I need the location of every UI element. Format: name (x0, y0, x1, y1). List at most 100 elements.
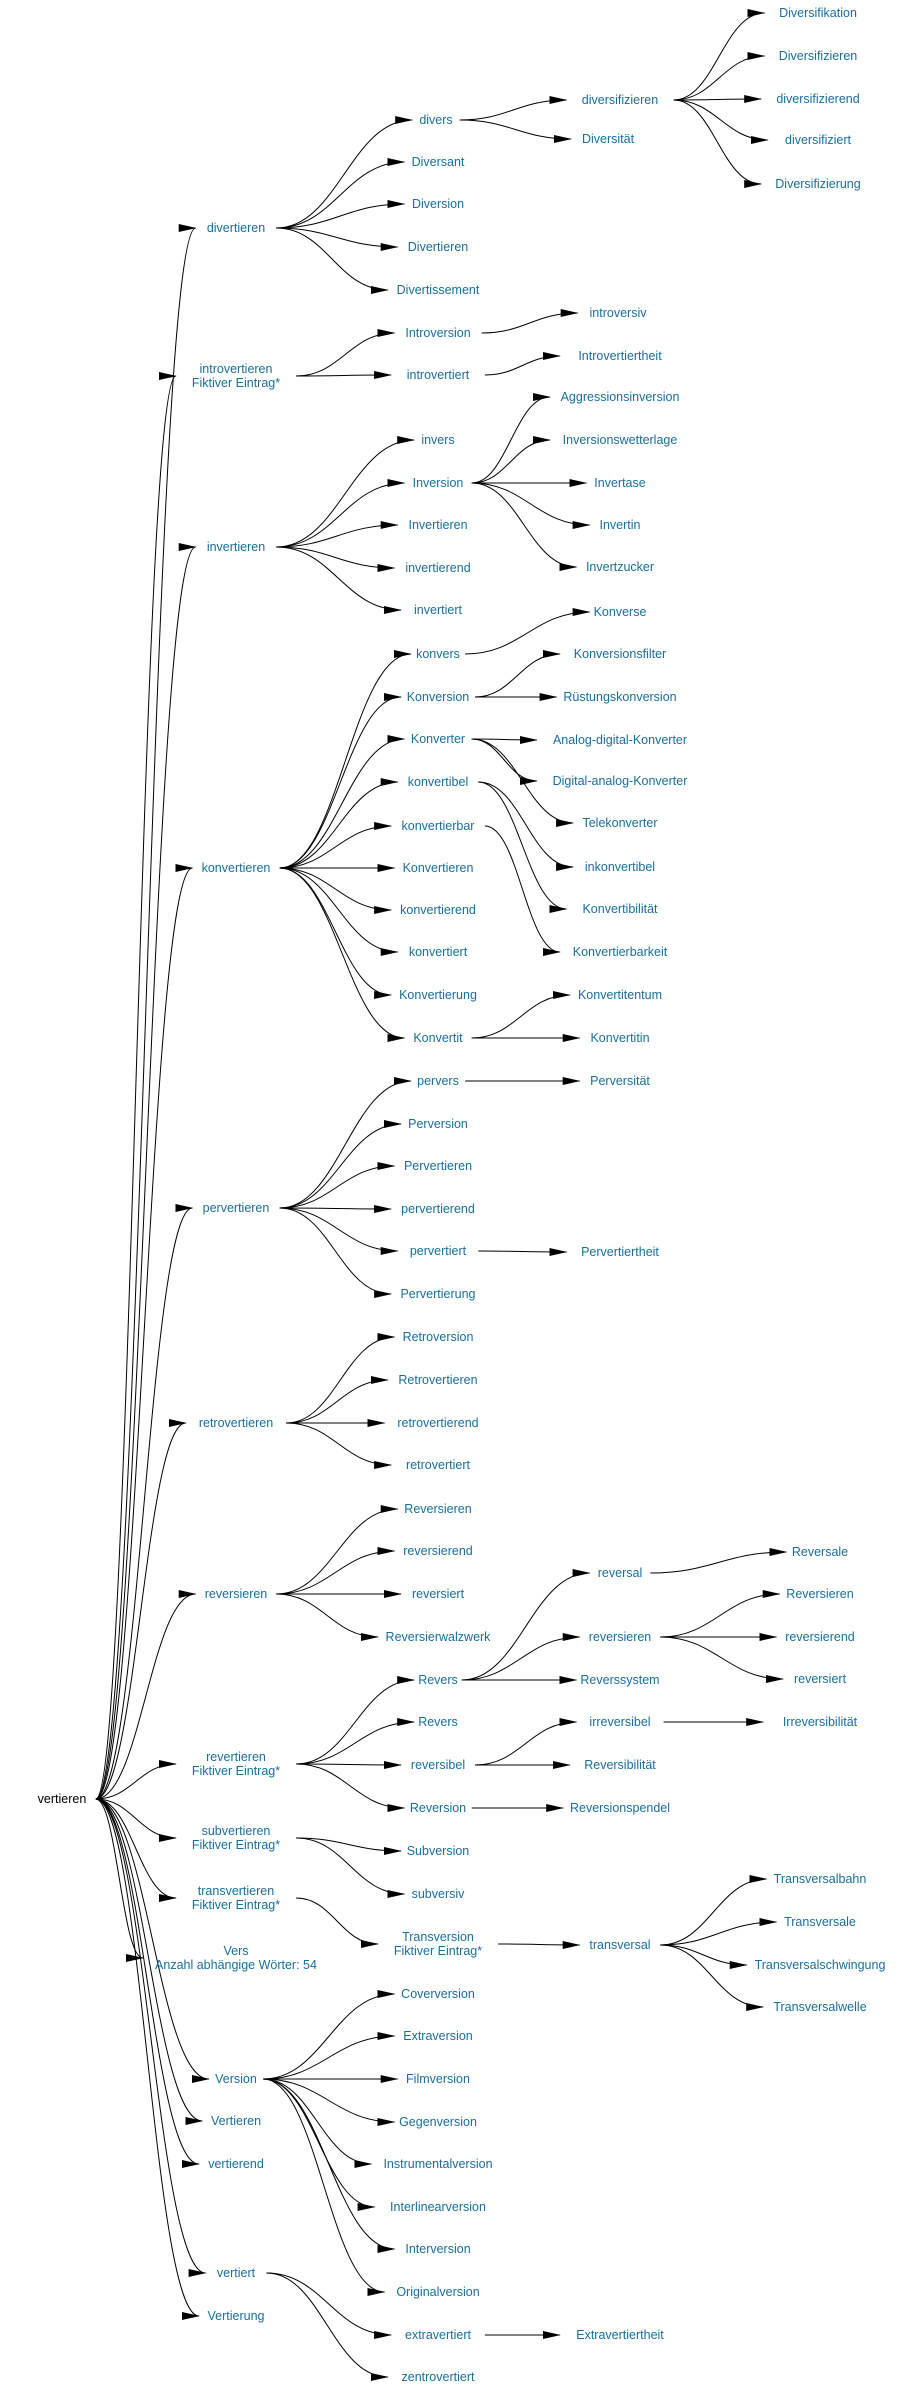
node-invertierend[interactable]: invertierend (405, 561, 470, 575)
node-konvertit[interactable]: Konvertit (413, 1031, 463, 1045)
node-transversalwelle[interactable]: Transversalwelle (773, 2000, 866, 2014)
node-transversale[interactable]: Transversale (784, 1915, 856, 1929)
node-diversitat[interactable]: Diversität (582, 132, 635, 146)
node-konvertibel[interactable]: konvertibel (408, 775, 468, 789)
node-konvers[interactable]: konvers (416, 647, 460, 661)
node-filmversion[interactable]: Filmversion (406, 2072, 470, 2086)
node-diversifizieren[interactable]: diversifizieren (582, 93, 658, 107)
node-diversant[interactable]: Diversant (412, 155, 465, 169)
node-revers[interactable]: Revers (418, 1673, 458, 1687)
node-retrovertieren[interactable]: Retrovertieren (398, 1373, 477, 1387)
node-reversieren[interactable]: reversieren (205, 1587, 268, 1601)
node-coverversion[interactable]: Coverversion (401, 1987, 475, 2001)
node-extraversion[interactable]: Extraversion (403, 2029, 473, 2043)
node-irreversibilitat[interactable]: Irreversibilität (783, 1715, 858, 1729)
node-konvertieren[interactable]: Konvertieren (403, 861, 474, 875)
node-invertieren[interactable]: invertieren (207, 540, 265, 554)
node-divers[interactable]: divers (419, 113, 452, 127)
node-reversierend2[interactable]: reversierend (785, 1630, 855, 1644)
node-reversibel[interactable]: reversibel (411, 1758, 465, 1772)
node-diversifizieren[interactable]: Diversifizieren (779, 49, 858, 63)
node-vertierend[interactable]: vertierend (208, 2157, 264, 2171)
node-telekonverter[interactable]: Telekonverter (582, 816, 657, 830)
node-pervertiertheit[interactable]: Pervertiertheit (581, 1245, 659, 1259)
node-reversieren2[interactable]: Reversieren (786, 1587, 853, 1601)
node-vertieren[interactable]: Vertieren (211, 2114, 261, 2128)
node-originalversion[interactable]: Originalversion (396, 2285, 479, 2299)
node-introvertiert[interactable]: introvertiert (407, 368, 470, 382)
node-reversionspendel[interactable]: Reversionspendel (570, 1801, 670, 1815)
node-invertase[interactable]: Invertase (594, 476, 645, 490)
node-introversiv[interactable]: introversiv (590, 306, 648, 320)
node-interversion[interactable]: Interversion (405, 2242, 470, 2256)
node-konvertierbarkeit[interactable]: Konvertierbarkeit (573, 945, 668, 959)
node-retrovertierend[interactable]: retrovertierend (397, 1416, 478, 1430)
node-reversiert[interactable]: reversiert (412, 1587, 465, 1601)
node-diversifizierung[interactable]: Diversifizierung (775, 177, 860, 191)
node-invertin[interactable]: Invertin (600, 518, 641, 532)
node-reversierwalzwerk[interactable]: Reversierwalzwerk (386, 1630, 492, 1644)
node-interlinearversion[interactable]: Interlinearversion (390, 2200, 486, 2214)
node-instrumentalversion[interactable]: Instrumentalversion (383, 2157, 492, 2171)
node-inversionswetterlage[interactable]: Inversionswetterlage (563, 433, 678, 447)
node-retrovertiert[interactable]: retrovertiert (406, 1458, 470, 1472)
node-konversion[interactable]: Konversion (407, 690, 470, 704)
node-pervertierung[interactable]: Pervertierung (400, 1287, 475, 1301)
node-perversion[interactable]: Perversion (408, 1117, 468, 1131)
node-reversale[interactable]: Reversale (792, 1545, 848, 1559)
node-aggressionsinversion[interactable]: Aggressionsinversion (561, 390, 680, 404)
node-extravertiertheit[interactable]: Extravertiertheit (576, 2328, 664, 2342)
node-konvertitin[interactable]: Konvertitin (590, 1031, 649, 1045)
node-konvertitentum[interactable]: Konvertitentum (578, 988, 662, 1002)
node-irreversibel[interactable]: irreversibel (589, 1715, 650, 1729)
node-diversifikation[interactable]: Diversifikation (779, 6, 857, 20)
node-transversal[interactable]: transversal (589, 1938, 650, 1952)
node-reversieren2[interactable]: reversieren (589, 1630, 652, 1644)
node-diversion[interactable]: Diversion (412, 197, 464, 211)
node-konvertibilitat[interactable]: Konvertibilität (582, 902, 658, 916)
node-transversalschwingung[interactable]: Transversalschwingung (755, 1958, 886, 1972)
node-inkonvertibel[interactable]: inkonvertibel (585, 860, 655, 874)
node-perversitat[interactable]: Perversität (590, 1074, 650, 1088)
node-inversion[interactable]: Inversion (413, 476, 464, 490)
node-diversifiziert[interactable]: diversifiziert (785, 133, 852, 147)
node-pervertierend[interactable]: pervertierend (401, 1202, 475, 1216)
node-divertissement[interactable]: Divertissement (397, 283, 480, 297)
node-konversionsfilter[interactable]: Konversionsfilter (574, 647, 666, 661)
node-subversiv[interactable]: subversiv (412, 1887, 466, 1901)
node-invertieren[interactable]: Invertieren (408, 518, 467, 532)
node-konvertierend[interactable]: konvertierend (400, 903, 476, 917)
node-reversieren[interactable]: Reversieren (404, 1502, 471, 1516)
node-analog-digital-konverter[interactable]: Analog-digital-Konverter (553, 733, 687, 747)
node-vertiert[interactable]: vertiert (217, 2266, 256, 2280)
node-konverse[interactable]: Konverse (594, 605, 647, 619)
node-zentrovertiert[interactable]: zentrovertiert (402, 2370, 475, 2384)
node-digital-analog-konverter[interactable]: Digital-analog-Konverter (553, 774, 688, 788)
node-transversalbahn[interactable]: Transversalbahn (774, 1872, 867, 1886)
node-reversion[interactable]: Reversion (410, 1801, 466, 1815)
node-invers[interactable]: invers (421, 433, 454, 447)
node-retroversion[interactable]: Retroversion (403, 1330, 474, 1344)
node-pervertiert[interactable]: pervertiert (410, 1244, 467, 1258)
node-reversal[interactable]: reversal (598, 1566, 642, 1580)
node-retrovertieren[interactable]: retrovertieren (199, 1416, 273, 1430)
node-pervertieren[interactable]: Pervertieren (404, 1159, 472, 1173)
node-pervers[interactable]: pervers (417, 1074, 459, 1088)
node-diversifizierend[interactable]: diversifizierend (776, 92, 859, 106)
node-divertieren[interactable]: divertieren (207, 221, 265, 235)
node-invertzucker[interactable]: Invertzucker (586, 560, 654, 574)
node-version[interactable]: Version (215, 2072, 257, 2086)
node-konvertierung[interactable]: Konvertierung (399, 988, 477, 1002)
node-reverssystem[interactable]: Reverssystem (580, 1673, 659, 1687)
node-reversibilitat[interactable]: Reversibilität (584, 1758, 656, 1772)
node-reversiert2[interactable]: reversiert (794, 1672, 847, 1686)
node-revers2[interactable]: Revers (418, 1715, 458, 1729)
node-divertieren[interactable]: Divertieren (408, 240, 468, 254)
node-subversion[interactable]: Subversion (407, 1844, 470, 1858)
